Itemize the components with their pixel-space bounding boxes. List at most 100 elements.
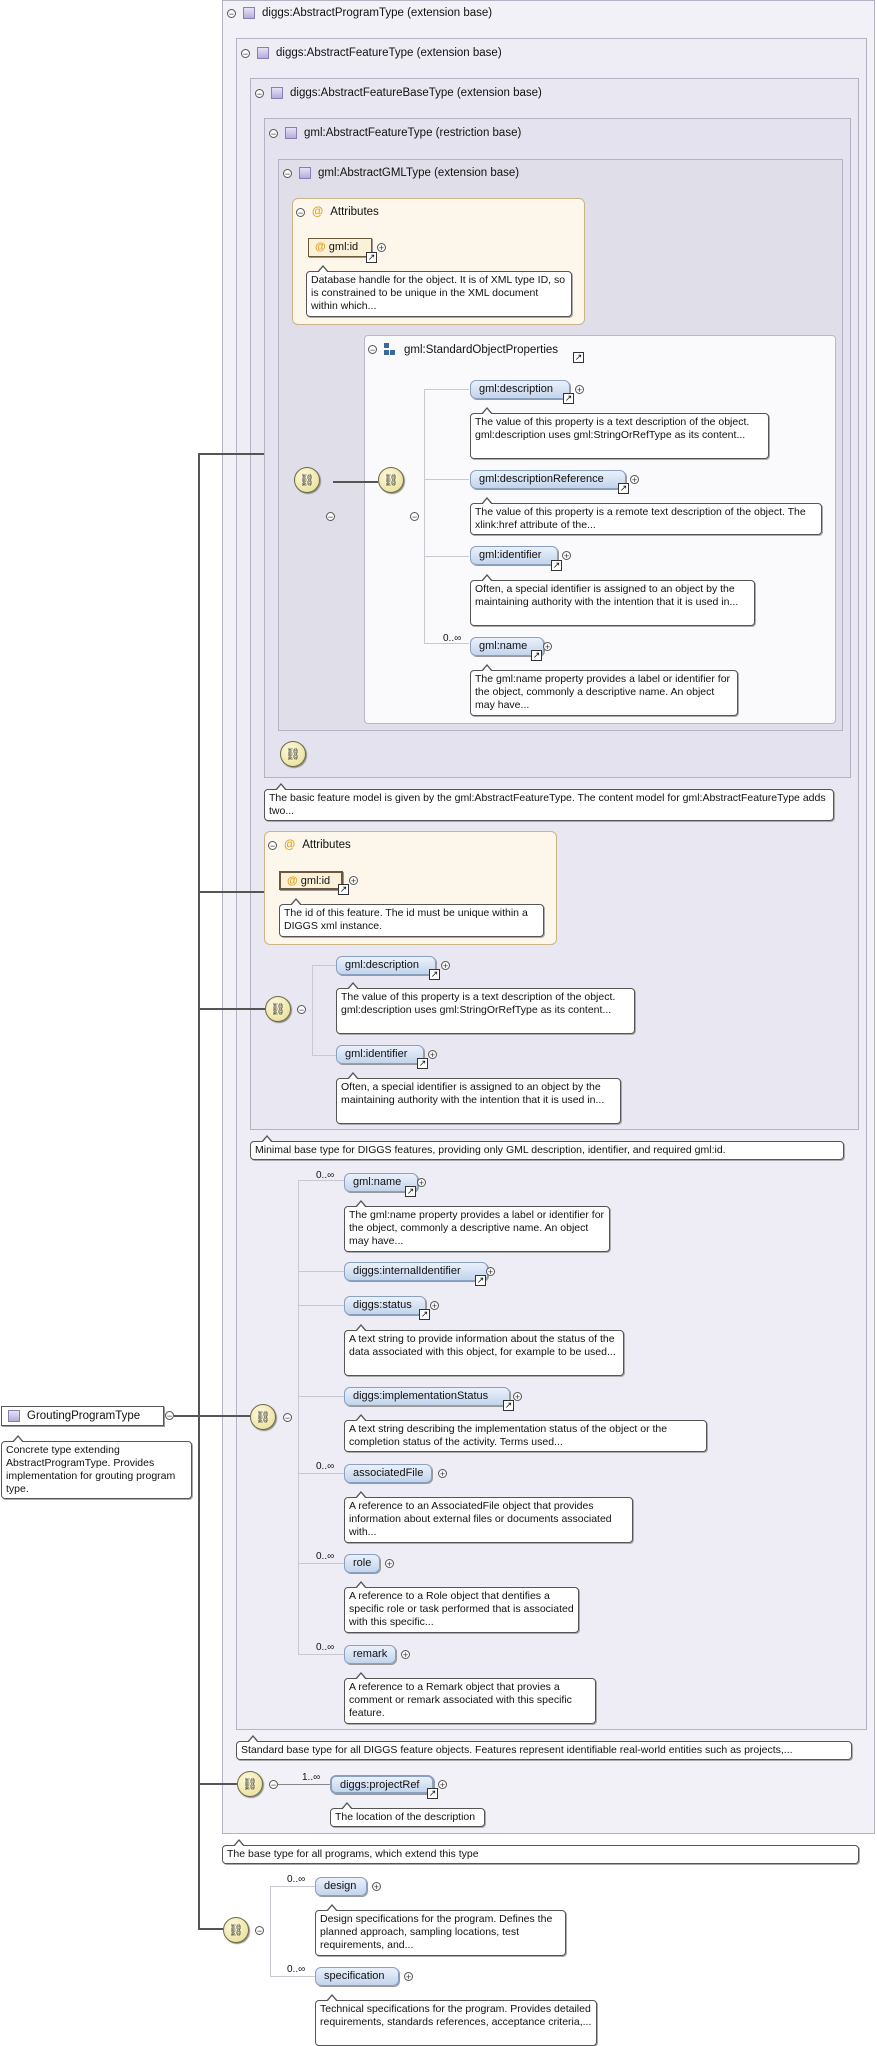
tree-line — [312, 965, 336, 966]
root-type-description: Concrete type extending AbstractProgramT… — [1, 1435, 192, 1499]
expand-icon[interactable]: + — [430, 1301, 439, 1311]
collapse-icon[interactable]: − — [410, 512, 419, 522]
root-specification[interactable]: specification — [315, 1967, 399, 1986]
expand-icon[interactable]: + — [575, 385, 584, 395]
connector-line — [333, 481, 378, 483]
expand-icon[interactable]: + — [441, 961, 450, 971]
link-arrow-icon[interactable]: ↗ — [573, 352, 584, 363]
collapse-icon[interactable]: − — [296, 207, 305, 218]
collapse-icon[interactable]: − — [269, 128, 278, 139]
link-arrow-icon[interactable]: ↗ — [366, 252, 377, 263]
sequence-compositor-icon[interactable]: ⛓ — [378, 467, 404, 493]
expand-icon[interactable]: + — [438, 1780, 447, 1790]
gml-feature-type-header[interactable]: − gml:AbstractFeatureType (restriction b… — [269, 127, 521, 139]
link-arrow-icon[interactable]: ↗ — [429, 969, 440, 980]
feature-base-id-attribute[interactable]: @ gml:id — [279, 871, 343, 890]
standard-object-properties-label: gml:StandardObjectProperties — [404, 343, 559, 356]
link-arrow-icon[interactable]: ↗ — [417, 1058, 428, 1069]
expand-icon[interactable]: + — [385, 1559, 394, 1569]
link-arrow-icon[interactable]: ↗ — [427, 1788, 438, 1799]
expand-icon[interactable]: + — [562, 551, 571, 561]
feature-base-attributes-header[interactable]: − @ Attributes — [268, 839, 351, 851]
tree-line — [312, 965, 313, 1055]
expand-icon[interactable]: + — [349, 876, 358, 886]
feature-internal-identifier[interactable]: diggs:internalIdentifier — [344, 1262, 488, 1281]
collapse-icon[interactable]: − — [255, 1926, 264, 1936]
link-arrow-icon[interactable]: ↗ — [405, 1186, 416, 1197]
feature-implementation-status[interactable]: diggs:implementationStatus — [344, 1387, 510, 1406]
feature-associated-file[interactable]: associatedFile — [344, 1464, 432, 1483]
feature-type-header[interactable]: − diggs:AbstractFeatureType (extension b… — [241, 47, 502, 59]
expand-icon[interactable]: + — [543, 642, 552, 652]
sequence-compositor-icon[interactable]: ⛓ — [280, 741, 306, 767]
link-arrow-icon[interactable]: ↗ — [475, 1275, 486, 1286]
gml-attributes-header[interactable]: − @ Attributes — [296, 206, 379, 218]
collapse-icon[interactable]: − — [165, 1411, 174, 1421]
gml-id-description: Database handle for the object. It is of… — [306, 265, 572, 317]
sequence-compositor-icon[interactable]: ⛓ — [223, 1917, 249, 1943]
root-type-box[interactable]: GroutingProgramType — [1, 1406, 164, 1426]
expand-icon[interactable]: + — [428, 1050, 437, 1060]
feature-gml-name[interactable]: gml:name — [344, 1173, 418, 1192]
feature-base-identifier[interactable]: gml:identifier — [336, 1045, 424, 1064]
feature-role[interactable]: role — [344, 1554, 380, 1573]
collapse-icon[interactable]: − — [255, 88, 264, 99]
standard-object-properties-header[interactable]: − gml:StandardObjectProperties — [368, 343, 558, 356]
std-prop-description-reference[interactable]: gml:descriptionReference — [470, 470, 626, 489]
collapse-icon[interactable]: − — [297, 1005, 306, 1015]
feature-base-type-header[interactable]: − diggs:AbstractFeatureBaseType (extensi… — [255, 87, 542, 99]
expand-icon[interactable]: + — [486, 1267, 495, 1277]
expand-icon[interactable]: + — [630, 475, 639, 485]
gml-type-header[interactable]: − gml:AbstractGMLType (extension base) — [283, 167, 519, 179]
expand-icon[interactable]: + — [377, 243, 386, 253]
program-type-header[interactable]: − diggs:AbstractProgramType (extension b… — [227, 7, 492, 19]
expand-icon[interactable]: + — [401, 1650, 410, 1660]
feature-base-description[interactable]: gml:description — [336, 956, 436, 975]
std-prop-description[interactable]: gml:description — [470, 380, 570, 399]
sequence-compositor-icon[interactable]: ⛓ — [237, 1771, 263, 1797]
root-design[interactable]: design — [315, 1877, 367, 1896]
sequence-compositor-icon[interactable]: ⛓ — [250, 1404, 276, 1430]
connector-line — [198, 1928, 223, 1930]
program-type-label: diggs:AbstractProgramType (extension bas… — [262, 7, 493, 19]
feature-base-id-description: The id of this feature. The id must be u… — [279, 898, 544, 937]
collapse-icon[interactable]: − — [283, 1413, 292, 1423]
program-project-ref[interactable]: diggs:projectRef — [330, 1775, 434, 1794]
feature-status[interactable]: diggs:status — [344, 1296, 426, 1315]
expand-icon[interactable]: + — [372, 1882, 381, 1892]
tree-line — [424, 556, 469, 557]
link-arrow-icon[interactable]: ↗ — [618, 483, 629, 494]
sequence-compositor-icon[interactable]: ⛓ — [265, 996, 291, 1022]
complex-type-icon — [299, 167, 311, 179]
cardinality-label: 0..∞ — [316, 1642, 335, 1653]
link-arrow-icon[interactable]: ↗ — [503, 1400, 514, 1411]
link-arrow-icon[interactable]: ↗ — [531, 650, 542, 661]
attribute-icon: @ — [284, 839, 296, 851]
sequence-compositor-icon[interactable]: ⛓ — [294, 467, 320, 493]
program-type-note: The base type for all programs, which ex… — [222, 1839, 859, 1864]
link-arrow-icon[interactable]: ↗ — [563, 393, 574, 404]
connector-line — [198, 1783, 237, 1785]
expand-icon[interactable]: + — [404, 1972, 413, 1982]
collapse-icon[interactable]: − — [241, 48, 250, 59]
expand-icon[interactable]: + — [417, 1178, 426, 1188]
tree-line — [270, 1976, 315, 1977]
expand-icon[interactable]: + — [438, 1469, 447, 1479]
feature-remark[interactable]: remark — [344, 1645, 396, 1664]
tree-line — [424, 389, 469, 390]
collapse-icon[interactable]: − — [268, 840, 277, 851]
collapse-icon[interactable]: − — [368, 345, 377, 355]
collapse-icon[interactable]: − — [269, 1780, 278, 1790]
root-type-label: GroutingProgramType — [27, 1410, 141, 1422]
cardinality-label: 0..∞ — [443, 633, 462, 644]
link-arrow-icon[interactable]: ↗ — [551, 560, 562, 571]
collapse-icon[interactable]: − — [326, 512, 335, 522]
gml-id-attribute[interactable]: @ gml:id — [308, 238, 372, 257]
expand-icon[interactable]: + — [513, 1392, 522, 1402]
std-prop-name[interactable]: gml:name — [470, 637, 544, 656]
link-arrow-icon[interactable]: ↗ — [338, 884, 349, 895]
collapse-icon[interactable]: − — [283, 168, 292, 179]
std-prop-identifier[interactable]: gml:identifier — [470, 546, 558, 565]
link-arrow-icon[interactable]: ↗ — [419, 1309, 430, 1320]
collapse-icon[interactable]: − — [227, 8, 236, 19]
